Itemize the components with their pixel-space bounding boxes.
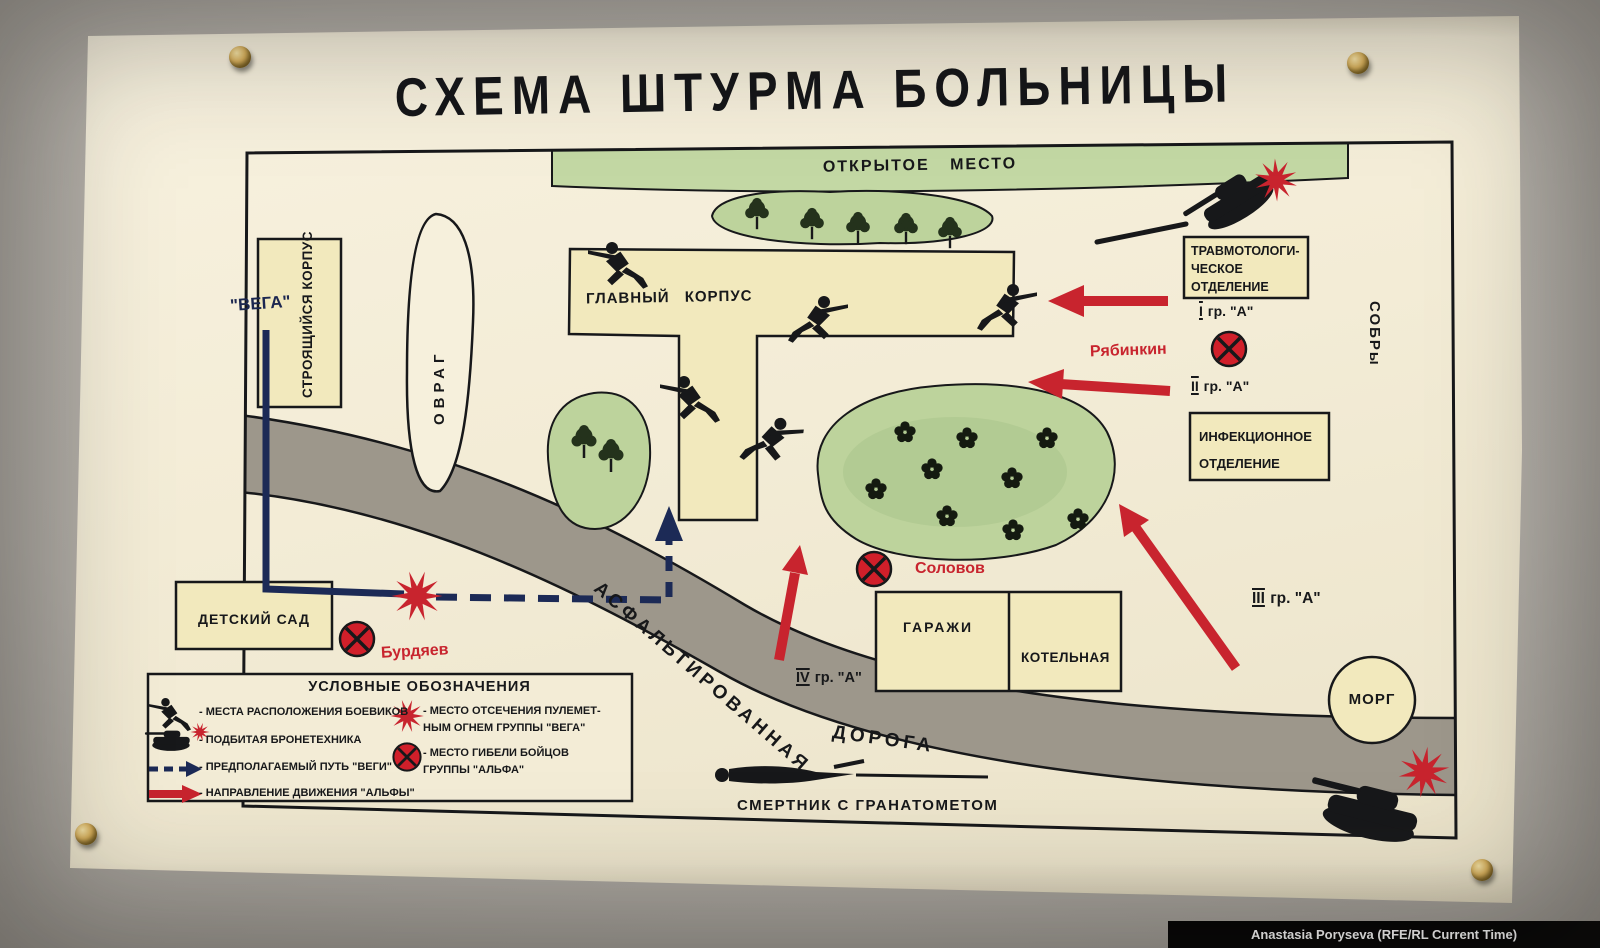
solovov-label: Соловов (915, 560, 985, 577)
group3-rest: гр. "А" (1265, 590, 1321, 607)
group1-label: I гр. "А" (1198, 303, 1253, 321)
legend-item-alpha-direction: - НАПРАВЛЕНИЕ ДВИЖЕНИЯ "АЛЬФЫ" (199, 787, 415, 799)
legend-title: УСЛОВНЫЕ ОБОЗНАЧЕНИЯ (308, 679, 531, 695)
group4-label: IV гр. "А" (795, 669, 862, 687)
group2-rest: гр. "А" (1199, 378, 1250, 394)
group1-rest: гр. "А" (1203, 303, 1254, 319)
construction-building (256, 237, 343, 409)
trauma-building (1182, 235, 1310, 300)
tank-north-gun-line (1094, 221, 1189, 245)
group4-rest: гр. "А" (810, 670, 862, 686)
burdyaev-label: Бурдяев (380, 641, 449, 662)
main-building (567, 247, 1016, 522)
photo-credit-bar: Anastasia Poryseva (RFE/RL Current Time) (1168, 921, 1600, 948)
garage-building (874, 590, 1123, 693)
alpha-arrow-group2 (1028, 369, 1171, 399)
group3-label: III гр. "А" (1251, 589, 1321, 608)
main-building-label: ГЛАВНЫЙ КОРПУС (585, 287, 753, 308)
death-mark-burdyaev-icon (338, 620, 376, 658)
push-pin-bottom-left (75, 823, 97, 845)
clipped-terrain (243, 142, 1456, 797)
group3-roman: III (1252, 590, 1265, 607)
death-mark-solovov-icon (855, 550, 893, 588)
kindergarten-label: ДЕТСКИЙ САД (198, 611, 310, 627)
group1-roman: I (1199, 303, 1203, 319)
vega-path (262, 330, 683, 604)
construction-building-label: СТРОЯЩИЙСЯ КОРПУС (300, 231, 315, 398)
infectious-dept-label: ИНФЕКЦИОННОЕ ОТДЕЛЕНИЕ (1199, 429, 1312, 472)
group4-roman: IV (796, 670, 810, 686)
suicide-bomber-figure (715, 759, 989, 784)
photo-credit-text: Anastasia Poryseva (RFE/RL Current Time) (1250, 927, 1518, 942)
park-texture (843, 417, 1067, 527)
legend-item-vega-path: - ПРЕДПОЛАГАЕМЫЙ ПУТЬ "ВЕГИ" (199, 761, 392, 773)
death-mark-ryabinkin-icon (1210, 330, 1248, 368)
group2-roman: II (1191, 378, 1199, 394)
asphalt-road (243, 413, 1456, 797)
alpha-arrow-group3 (1119, 504, 1241, 671)
legend-box (146, 672, 634, 803)
ravine-shape (405, 212, 475, 493)
vega-label: "ВЕГА" (229, 291, 292, 316)
push-pin-top-left (229, 46, 251, 68)
morgue-building (1327, 655, 1417, 745)
legend-item-alpha-losses: - МЕСТО ГИБЕЛИ БОЙЦОВ ГРУППЫ "АЛЬФА" (423, 747, 569, 776)
suicide-bomber-label: СМЕРТНИК С ГРАНАТОМЕТОМ (737, 797, 999, 814)
boiler-label: КОТЕЛЬНАЯ (1021, 650, 1110, 665)
alpha-arrow-group4 (774, 545, 808, 661)
garages-label: ГАРАЖИ (903, 619, 974, 635)
infectious-building (1188, 411, 1331, 482)
grove-left (546, 391, 652, 531)
legend-alpha-arrow-icon (149, 785, 202, 803)
legend-vega-path-icon (149, 761, 202, 777)
legend-item-militants: - МЕСТА РАСПОЛОЖЕНИЯ БОЕВИКОВ (199, 706, 409, 718)
ryabinkin-label: Рябинкин (1089, 340, 1167, 361)
legend-death-mark-icon (391, 742, 423, 772)
legend-item-armor: - ПОДБИТАЯ БРОНЕТЕХНИКА (199, 734, 362, 746)
trauma-dept-label: ТРАВМОТОЛОГИ- ЧЕСКОЕ ОТДЕЛЕНИЕ (1191, 244, 1300, 295)
legend-item-mg-cutoff: - МЕСТО ОТСЕЧЕНИЯ ПУЛЕМЕТ- НЫМ ОГНЕМ ГРУ… (423, 705, 601, 734)
push-pin-top-right (1347, 52, 1369, 74)
push-pin-bottom-right (1471, 859, 1493, 881)
ravine-label: ОВРАГ (431, 349, 448, 425)
mg-cutoff-burst-icon (391, 571, 443, 621)
sobr-label: СОБРы (1366, 301, 1383, 367)
alpha-arrow-group1 (1048, 285, 1168, 317)
morgue-label: МОРГ (1348, 691, 1396, 708)
group2-label: II гр. "А" (1190, 378, 1249, 396)
